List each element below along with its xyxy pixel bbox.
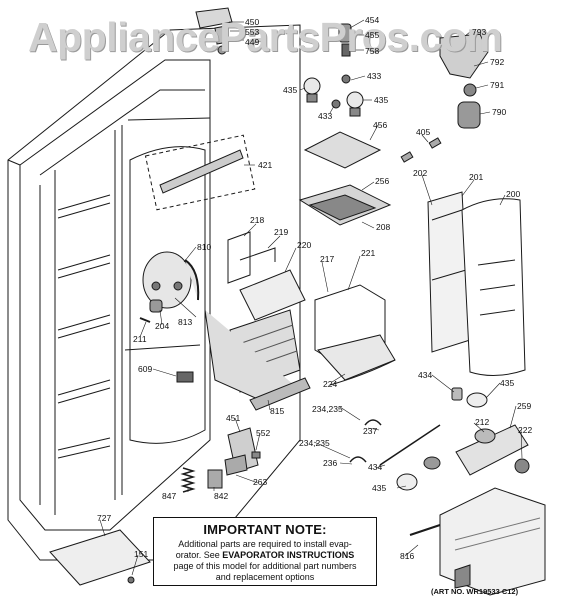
part-label-847[interactable]: 847 [162, 491, 177, 501]
part-label-552[interactable]: 552 [256, 428, 271, 438]
tray-256 [298, 184, 392, 226]
lamp-housing-259 [396, 424, 530, 491]
part-label-727[interactable]: 727 [97, 513, 112, 523]
part-label-151[interactable]: 151 [134, 549, 149, 559]
part-label-202[interactable]: 202 [413, 168, 428, 178]
socket-434 [451, 387, 488, 408]
part-224 [329, 359, 396, 386]
clips-237-236 [349, 419, 382, 463]
part-label-433-b[interactable]: 433 [318, 111, 333, 121]
part-label-212[interactable]: 212 [475, 417, 490, 427]
part-label-218[interactable]: 218 [250, 215, 265, 225]
part-label-200[interactable]: 200 [506, 189, 521, 199]
part-421 [144, 134, 256, 211]
part-label-435-c[interactable]: 435 [500, 378, 515, 388]
note-line-2a: orator. See [175, 550, 223, 560]
leader-lines [99, 19, 523, 576]
note-line-3: page of this model for additional part n… [173, 561, 357, 571]
part-label-434-b[interactable]: 434 [368, 462, 383, 472]
part-label-793[interactable]: 793 [472, 27, 487, 37]
note-line-4: and replacement options [215, 572, 315, 582]
note-title: IMPORTANT NOTE: [203, 522, 327, 537]
part-label-790[interactable]: 790 [492, 107, 507, 117]
kickplate-727 [49, 529, 151, 586]
part-label-263[interactable]: 263 [253, 477, 268, 487]
part-label-815[interactable]: 815 [270, 406, 285, 416]
part-label-234-235-a[interactable]: 234,235 [312, 404, 343, 414]
part-label-791[interactable]: 791 [490, 80, 505, 90]
part-label-449[interactable]: 449 [245, 37, 260, 47]
part-label-224[interactable]: 224 [323, 379, 338, 389]
part-label-405[interactable]: 405 [416, 127, 431, 137]
housing-221 [314, 284, 396, 381]
part-label-256[interactable]: 256 [375, 176, 390, 186]
part-label-221[interactable]: 221 [361, 248, 376, 258]
small-parts-204-211 [139, 299, 163, 323]
part-label-456[interactable]: 456 [373, 120, 388, 130]
part-label-758[interactable]: 758 [365, 46, 380, 56]
part-label-219[interactable]: 219 [274, 227, 289, 237]
part-842 [207, 469, 223, 489]
part-label-435-b[interactable]: 435 [374, 95, 389, 105]
note-line-1: Additional parts are required to install… [178, 539, 352, 549]
part-label-208[interactable]: 208 [376, 222, 391, 232]
art-number: (ART NO. WR19533 C12) [431, 587, 519, 596]
switch-454 [338, 23, 352, 57]
part-label-211[interactable]: 211 [133, 334, 147, 344]
damper-assembly [439, 33, 489, 129]
part-label-792[interactable]: 792 [490, 57, 505, 67]
part-label-220[interactable]: 220 [297, 240, 312, 250]
part-label-222[interactable]: 222 [518, 425, 533, 435]
part-label-810[interactable]: 810 [197, 242, 212, 252]
part-label-217[interactable]: 217 [320, 254, 335, 264]
top-hinge [195, 7, 233, 55]
part-label-451[interactable]: 451 [226, 413, 241, 423]
watermark: AppliancePartsPros.com [28, 14, 503, 60]
light-shield-456 [303, 131, 382, 169]
bulbs [303, 74, 364, 117]
part-label-234-235-b[interactable]: 234,235 [299, 438, 330, 448]
cover-200 [461, 198, 526, 376]
part-label-421[interactable]: 421 [258, 160, 273, 170]
part-label-454[interactable]: 454 [365, 15, 380, 25]
part-label-450[interactable]: 450 [245, 17, 260, 27]
part-label-455[interactable]: 455 [365, 30, 380, 40]
important-note: IMPORTANT NOTE: Additional parts are req… [153, 517, 377, 586]
spring-847 [180, 467, 196, 493]
part-label-553[interactable]: 553 [245, 27, 260, 37]
clips-405 [400, 137, 442, 163]
hinge-451 [224, 427, 259, 476]
shelf-220 [239, 269, 306, 321]
evaporator-instructions-link[interactable]: EVAPORATOR INSTRUCTIONS [222, 550, 355, 560]
part-label-259[interactable]: 259 [517, 401, 532, 411]
switch-609 [176, 371, 194, 383]
note-body: Additional parts are required to install… [154, 539, 376, 583]
rod-434 [379, 424, 441, 466]
part-label-435-a[interactable]: 435 [283, 85, 298, 95]
part-label-236[interactable]: 236 [323, 458, 338, 468]
evaporator-815 [204, 309, 311, 411]
screw-151 [127, 576, 135, 584]
part-label-609[interactable]: 609 [138, 364, 153, 374]
part-label-816[interactable]: 816 [400, 551, 415, 561]
part-label-201[interactable]: 201 [469, 172, 484, 182]
screw-552 [251, 451, 261, 459]
part-label-813[interactable]: 813 [178, 317, 193, 327]
part-label-237[interactable]: 237 [363, 426, 378, 436]
control-housing-816 [409, 487, 546, 596]
bracket-218 [227, 231, 276, 284]
part-label-435-d[interactable]: 435 [372, 483, 387, 493]
part-label-842[interactable]: 842 [214, 491, 229, 501]
part-label-434-a[interactable]: 434 [418, 370, 433, 380]
fan-motor-810 [142, 251, 200, 309]
note-line-2: orator. See EVAPORATOR INSTRUCTIONS [154, 550, 376, 561]
part-label-433-a[interactable]: 433 [367, 71, 382, 81]
part-label-204[interactable]: 204 [155, 321, 170, 331]
